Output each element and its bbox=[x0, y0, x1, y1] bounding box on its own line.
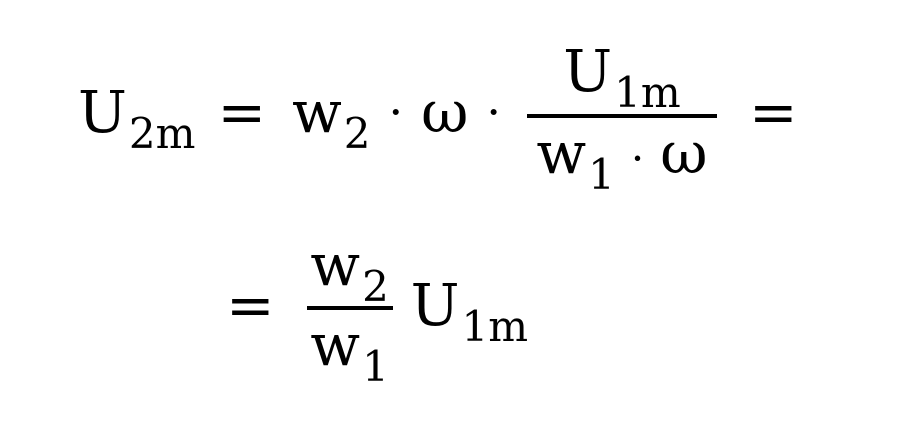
equals-sign: = bbox=[749, 78, 798, 146]
fraction-bar bbox=[306, 306, 393, 310]
multiplication-dot: · bbox=[388, 85, 404, 139]
equals-sign: = bbox=[226, 271, 275, 339]
fraction-bar bbox=[527, 114, 717, 118]
omega-symbol: ω bbox=[421, 78, 469, 146]
equals-sign: = bbox=[217, 78, 267, 146]
multiplication-dot: · bbox=[630, 134, 645, 183]
omega-symbol: ω bbox=[660, 119, 708, 187]
multiplication-dot: · bbox=[486, 85, 501, 139]
